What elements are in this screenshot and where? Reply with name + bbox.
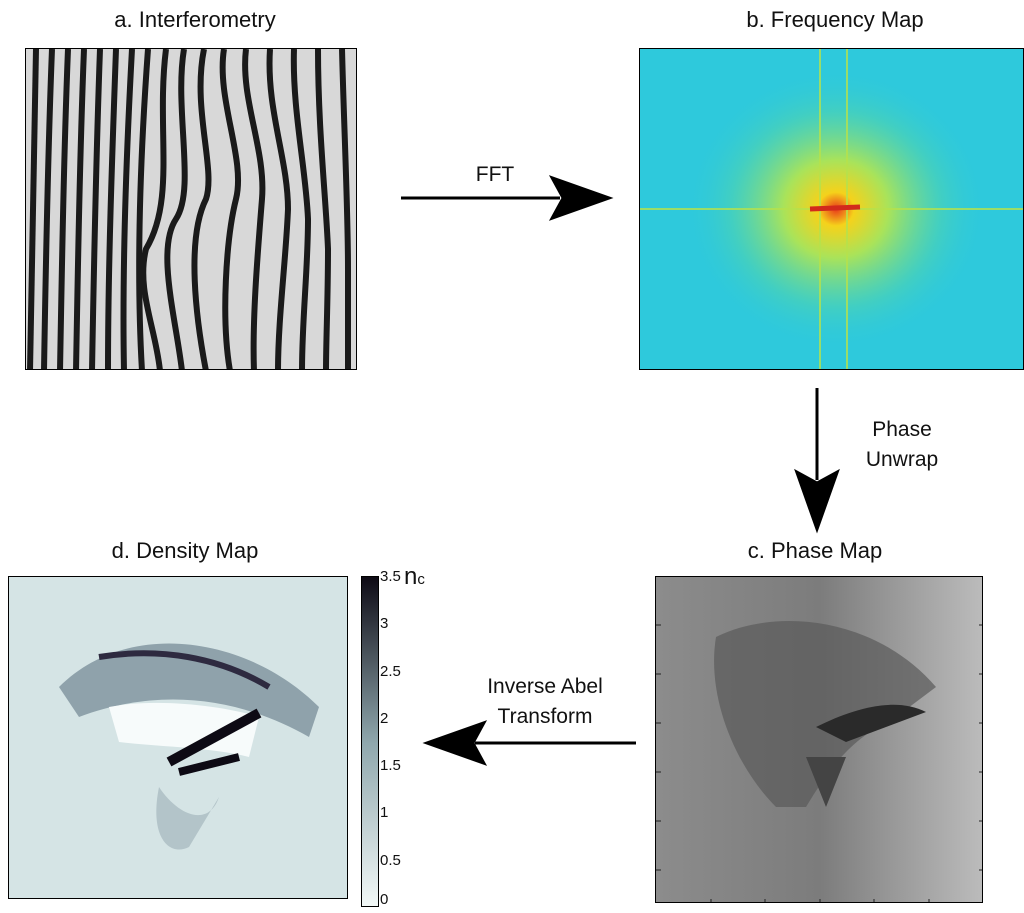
- density-colorbar: [361, 576, 379, 907]
- colorbar-tick: 3: [380, 615, 389, 633]
- density-map-plot: [9, 577, 347, 898]
- colorbar-tick: 2.5: [380, 662, 401, 680]
- frequency-map-plot: [640, 49, 1023, 369]
- colorbar-gradient: [362, 577, 378, 906]
- colorbar-unit-subscript: c: [417, 571, 425, 588]
- colorbar-tick: 0.5: [380, 851, 401, 869]
- fft-arrow-head: [548, 175, 614, 221]
- inverse-abel-line1: Inverse Abel: [487, 675, 603, 698]
- phase-unwrap-label: Phase Unwrap: [852, 415, 952, 475]
- unwrap-arrow-head: [794, 468, 840, 534]
- colorbar-tick: 0: [380, 891, 389, 908]
- panel-b-title: b. Frequency Map: [746, 7, 924, 32]
- interferometry-fringes: [26, 49, 356, 369]
- inverse-abel-label: Inverse Abel Transform: [460, 672, 630, 732]
- colorbar-unit: nc: [404, 562, 425, 595]
- interferometry-image: [25, 48, 357, 370]
- phase-unwrap-line2: Unwrap: [865, 448, 939, 471]
- colorbar-tick: 1: [380, 804, 389, 822]
- fft-label: FFT: [475, 163, 515, 186]
- colorbar-tick: 2: [380, 709, 389, 727]
- phase-map-plot: [656, 577, 982, 902]
- density-map-image: [8, 576, 348, 899]
- abel-arrow-head: [422, 720, 488, 766]
- inverse-abel-line2: Transform: [497, 705, 593, 728]
- colorbar-unit-base: n: [404, 563, 418, 590]
- panel-a-title: a. Interferometry: [114, 7, 276, 32]
- phase-map-image: [655, 576, 983, 903]
- colorbar-tick: 3.5: [380, 568, 401, 585]
- phase-unwrap-line1: Phase: [872, 418, 932, 441]
- panel-d-title: d. Density Map: [111, 538, 259, 563]
- colorbar-tick: 1.5: [380, 757, 401, 775]
- frequency-map-image: [639, 48, 1024, 370]
- panel-c-title: c. Phase Map: [747, 538, 883, 563]
